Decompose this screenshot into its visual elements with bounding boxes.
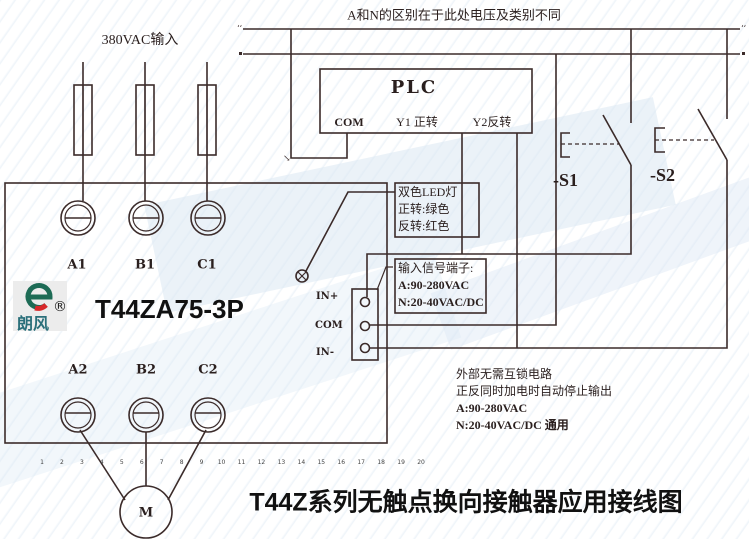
ruler-number: 4 [99, 459, 104, 466]
ruler-number: 13 [277, 459, 286, 466]
ruler-number: 3 [79, 459, 84, 466]
switch-s1-contact [602, 114, 632, 166]
terminal-b2-icon [128, 397, 164, 433]
wire-s2-bottom [370, 160, 728, 349]
terminal-b1-icon [128, 200, 164, 236]
terminal-a2-icon [60, 397, 96, 433]
plc-terminal-y1: Y1 正转 [396, 115, 438, 129]
led-note-line: 双色LED灯 [398, 185, 458, 199]
switch-s1-actuator [560, 132, 570, 158]
device-model: T44ZA75-3P [95, 294, 244, 324]
signal-terminal-in-plus-label: IN+ [316, 291, 339, 302]
switch-s1-label: -S1 [553, 170, 579, 190]
ruler-number: 17 [357, 459, 366, 466]
signal-note-line: N:20-40VAC/DC [398, 295, 484, 309]
plc-box [319, 68, 533, 134]
terminal-a2-label: A2 [68, 362, 88, 378]
power-input-label: 380VAC输入 [101, 33, 179, 48]
wire-n-com [370, 54, 557, 326]
terminal-c1-icon [190, 200, 226, 236]
plc-terminal-y2: Y2反转 [472, 115, 512, 129]
bus-end-mark [742, 52, 745, 55]
ruler-number: 16 [337, 459, 346, 466]
wire-s1-bottom [366, 165, 632, 297]
signal-note-box [394, 258, 487, 314]
led-note-line: 正转:绿色 [398, 202, 450, 216]
brand-e-icon [25, 283, 53, 311]
terminal-b1-label: B1 [134, 257, 156, 273]
signal-note: 输入信号端子: A:90-280VAC N:20-40VAC/DC [398, 260, 484, 311]
wire-mark: ↘ [283, 154, 291, 164]
wire-plc-com [290, 29, 348, 159]
plc-terminal-com: COM [334, 115, 364, 129]
ruler-number: 10 [217, 459, 226, 466]
ruler-number: 14 [297, 459, 306, 466]
ruler-number: 11 [237, 459, 246, 466]
terminal-b2-label: B2 [135, 362, 157, 378]
ruler-number: 15 [317, 459, 326, 466]
signal-note-line: 输入信号端子: [398, 261, 474, 275]
terminal-com [359, 320, 371, 332]
terminal-in-plus [359, 296, 371, 308]
signal-terminal-in-minus-label: IN- [316, 347, 334, 358]
brand-logo: 朗风 ® [13, 281, 67, 333]
terminal-in-minus [359, 342, 371, 354]
ruler-number: 19 [397, 459, 405, 466]
ruler-number: 6 [139, 459, 144, 466]
motor-label: M [138, 505, 154, 521]
usage-note-line: 正反同时加电时自动停止输出 [456, 384, 613, 398]
terminal-c1-label: C1 [197, 257, 217, 273]
ruler-number: 12 [257, 459, 266, 466]
ruler-number: 7 [159, 459, 164, 466]
usage-notes: 外部无需互锁电路 正反同时加电时自动停止输出 A:90-280VAC N:20-… [456, 366, 612, 434]
diagram-caption: T44Z系列无触点换向接触器应用接线图 [249, 488, 683, 517]
terminal-a1-icon [60, 200, 96, 236]
motor-icon [119, 485, 173, 539]
ruler-number: 18 [377, 459, 385, 466]
signal-terminal-com-label: COM [315, 320, 343, 331]
contactor-body [4, 182, 388, 444]
usage-note-line: N:20-40VAC/DC 通用 [456, 418, 569, 432]
ruler-number: 2 [60, 459, 64, 466]
ruler-number: 20 [417, 459, 425, 466]
usage-note-line: 外部无需互锁电路 [456, 367, 553, 381]
registered-mark: ® [53, 299, 67, 315]
ruler-number: 9 [199, 459, 204, 466]
bus-note: A和N的区别在于此处电压及类别不同 [347, 7, 561, 23]
wire-motor-c [167, 429, 207, 501]
switch-s2-contact [697, 108, 728, 161]
signal-terminal-block [351, 288, 379, 361]
plc-title: PLC [390, 77, 438, 98]
led-note-box [394, 182, 480, 238]
led-note: 双色LED灯 正转:绿色 反转:红色 [398, 184, 457, 235]
terminal-a1-label: A1 [67, 257, 87, 273]
bus-end-mark: ‘‘ [741, 24, 747, 33]
ruler-number: 5 [119, 459, 124, 466]
signal-note-line: A:90-280VAC [398, 278, 470, 292]
led-lamp-icon [295, 269, 309, 283]
usage-note-line: A:90-280VAC [456, 401, 528, 415]
bus-end-mark [239, 52, 242, 55]
ruler-number: 1 [40, 459, 44, 466]
led-leader-line [305, 191, 395, 272]
signal-leader-line [376, 266, 393, 291]
wire-motor-a [79, 429, 126, 501]
terminal-c2-icon [190, 397, 226, 433]
terminal-c2-label: C2 [198, 362, 218, 378]
ruler-number: 8 [179, 459, 184, 466]
led-note-line: 反转:红色 [398, 219, 450, 233]
bus-end-mark: ‘‘ [237, 24, 243, 33]
brand-name: 朗风 [17, 314, 50, 333]
switch-s2-label: -S2 [650, 165, 676, 185]
